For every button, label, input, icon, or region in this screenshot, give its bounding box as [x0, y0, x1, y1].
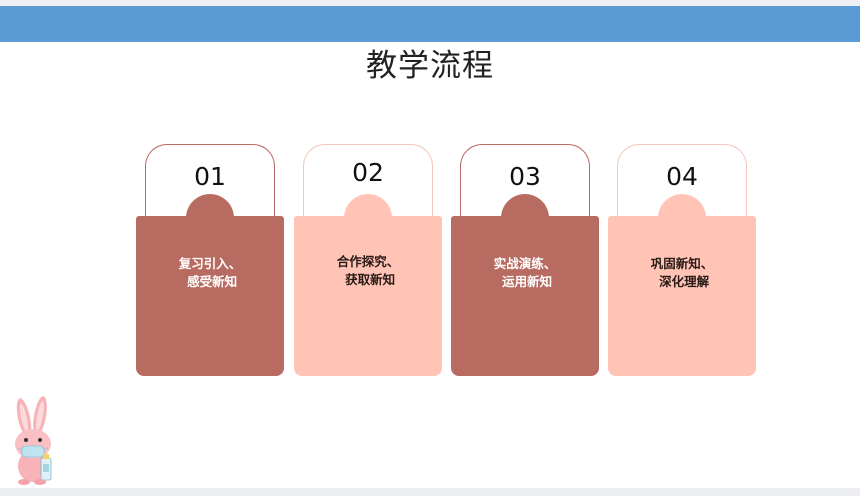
step-number: 01: [194, 162, 226, 191]
step-knob: [658, 194, 706, 238]
header-banner: [0, 6, 860, 42]
rabbit-with-mask-icon: [15, 396, 52, 485]
step-body: [294, 216, 442, 376]
step-body: [136, 216, 284, 376]
step-label: 实战演练、 运用新知: [493, 256, 557, 289]
step-knob: [344, 194, 392, 238]
step-card-2[interactable]: 02 合作探究、 获取新知: [294, 144, 442, 376]
bottom-strip: [0, 488, 860, 496]
step-label: 合作探究、 获取新知: [336, 254, 400, 287]
slide-title: 教学流程: [366, 48, 494, 84]
step-label: 复习引入、 感受新知: [178, 256, 242, 289]
step-body: [451, 216, 599, 376]
step-knob: [501, 194, 549, 238]
top-strip: [0, 0, 860, 6]
step-body: [608, 216, 756, 376]
step-number: 03: [509, 162, 541, 191]
step-card-3[interactable]: 03 实战演练、 运用新知: [451, 144, 599, 376]
step-number: 04: [666, 162, 698, 191]
step-label: 巩固新知、 深化理解: [650, 256, 714, 289]
step-card-1[interactable]: 01 复习引入、 感受新知: [136, 144, 284, 376]
step-card-4[interactable]: 04 巩固新知、 深化理解: [608, 144, 756, 376]
step-knob: [186, 194, 234, 238]
step-number: 02: [352, 158, 384, 187]
